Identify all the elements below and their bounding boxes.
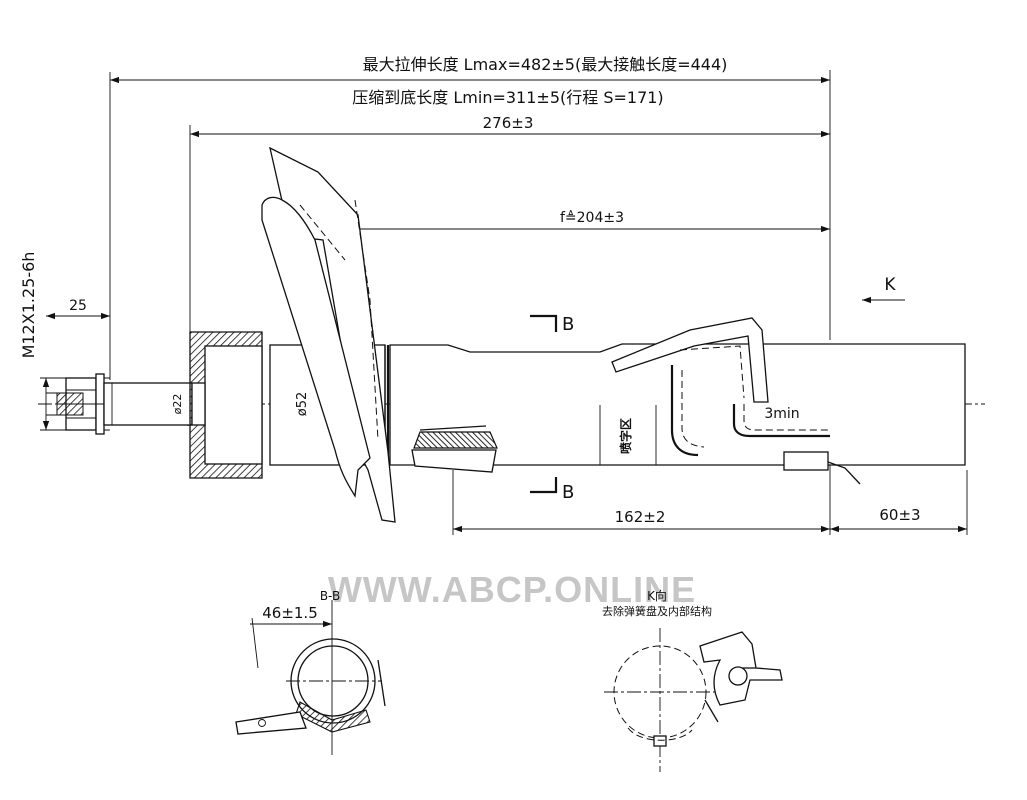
spring-seat: [261, 146, 396, 523]
dim-276-text: 276±3: [483, 114, 534, 132]
view-k-title: K向: [647, 588, 667, 603]
section-bb-view: B-B 46±1.5: [235, 589, 386, 755]
mounting-bracket: [611, 317, 861, 485]
dim-60-text: 60±3: [879, 506, 920, 524]
top-nut: [46, 373, 105, 435]
view-k-marker: K: [862, 275, 905, 304]
dim-46-text: 46±1.5: [262, 604, 318, 622]
dim-3min-text: 3min: [764, 406, 799, 422]
top-rubber-mount: [189, 331, 263, 479]
lower-bracket: [411, 425, 498, 473]
section-b-bottom-label: B: [562, 482, 574, 503]
dim-thread-text: M12X1.25-6h: [19, 252, 38, 359]
section-b-bottom-marker: B: [530, 477, 574, 503]
dim-lmax-text: 最大拉伸长度 Lmax=482±5(最大接触长度=444): [363, 55, 728, 74]
marking-zone-label: 喷字区: [618, 418, 633, 454]
dim-lmin-text: 压缩到底长度 Lmin=311±5(行程 S=171): [352, 88, 663, 107]
dim-52-text: ø52: [295, 392, 310, 417]
section-b-top-label: B: [562, 314, 574, 335]
dim-22-text: ø22: [171, 394, 184, 415]
view-k-label: K: [884, 275, 896, 295]
view-k-note: 去除弹簧盘及内部结构: [602, 604, 712, 618]
dim-25-text: 25: [69, 298, 87, 314]
watermark: WWW.ABCP.ONLINE: [328, 569, 696, 610]
section-bb-title: B-B: [320, 589, 340, 603]
extension-lines: [40, 70, 968, 535]
dim-162-text: 162±2: [615, 508, 666, 526]
view-k: K向 去除弹簧盘及内部结构: [602, 588, 783, 772]
dim-204-text: f≜204±3: [560, 210, 624, 226]
main-body-tube: [389, 343, 966, 466]
section-b-top-marker: B: [530, 314, 574, 335]
